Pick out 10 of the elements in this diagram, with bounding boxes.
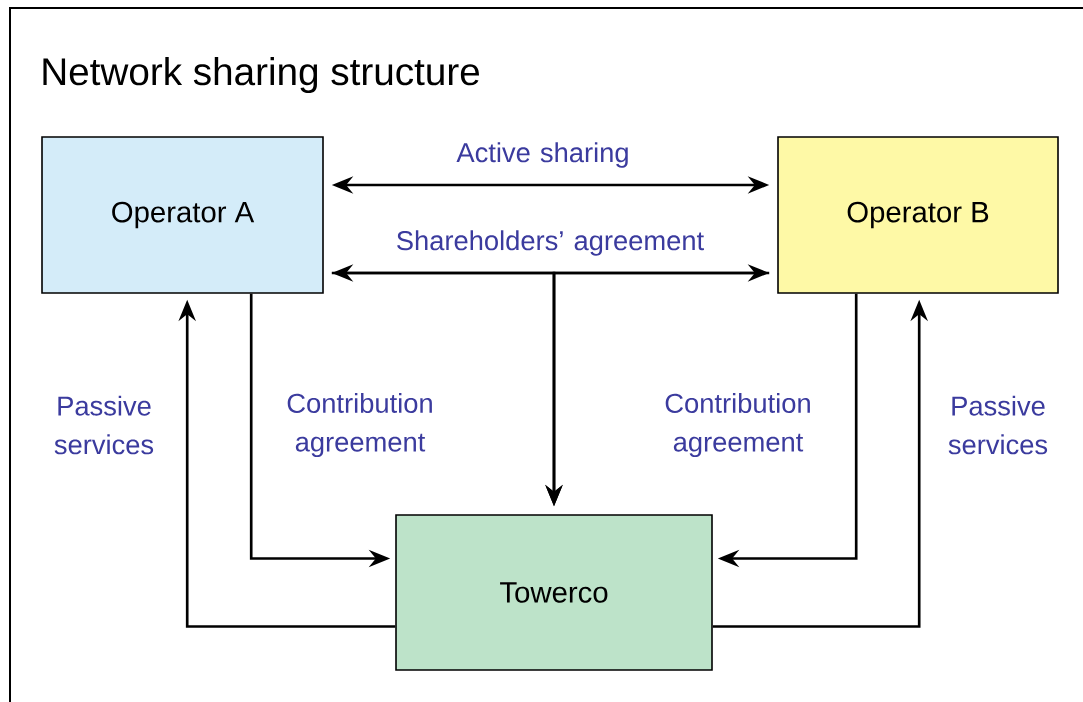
edge-label: Contribution agreement: [287, 392, 432, 458]
process-box: Towerco: [395, 514, 713, 671]
title: Network sharing structure: [43, 56, 479, 93]
edge-label: Contribution agreement: [665, 392, 810, 458]
edge-label: Passive services: [948, 395, 1048, 455]
process-box: Operator A: [41, 136, 324, 294]
edge-label: Shareholders’ agreement: [397, 230, 704, 256]
process-box: Operator B: [777, 136, 1059, 294]
edge-label: Passive services: [54, 395, 154, 455]
edge-label: Active sharing: [456, 142, 628, 168]
